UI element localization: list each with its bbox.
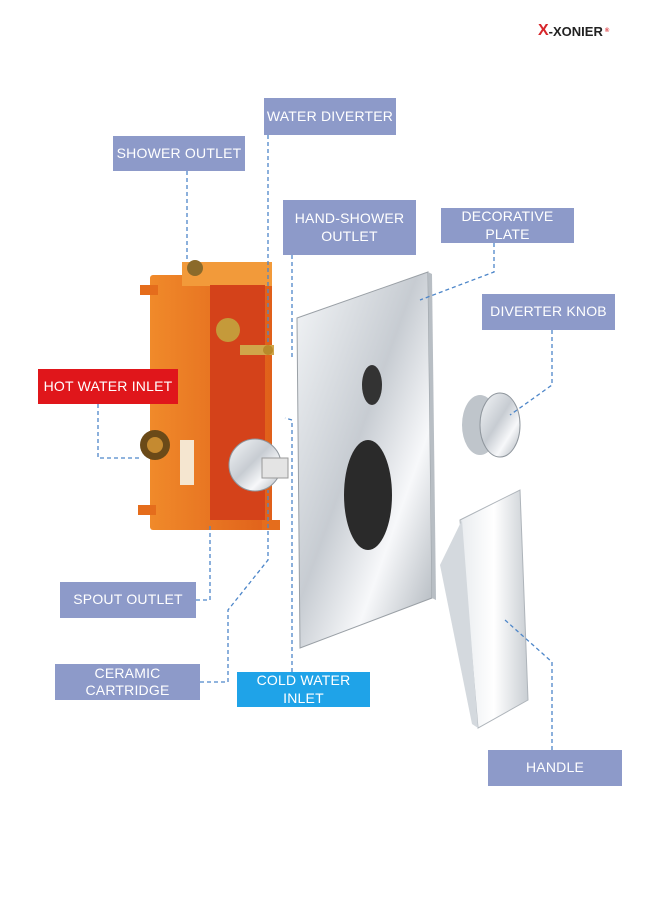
cartridge-stem xyxy=(262,458,288,478)
diverter-knob xyxy=(462,393,520,457)
plate-large-hole xyxy=(344,440,392,550)
valve-body-tab xyxy=(262,520,280,530)
handle-part xyxy=(440,490,528,728)
leader-hot-water xyxy=(98,404,142,458)
decorative-plate xyxy=(297,272,436,648)
label-water-diverter: WATER DIVERTER xyxy=(264,98,396,135)
leader-cold-water xyxy=(285,418,292,672)
label-diverter-knob: DIVERTER KNOB xyxy=(482,294,615,330)
label-cold-water-inlet: COLD WATER INLET xyxy=(237,672,370,707)
knob-face xyxy=(480,393,520,457)
label-hand-shower-outlet: HAND-SHOWER OUTLET xyxy=(283,200,416,255)
diverter-tip xyxy=(263,345,273,355)
shower-outlet-port xyxy=(187,260,203,276)
plate-small-hole xyxy=(362,365,382,405)
label-hot-water-inlet: HOT WATER INLET xyxy=(38,369,178,404)
label-ceramic-cartridge: CERAMIC CARTRIDGE xyxy=(55,664,200,700)
leader-spout-outlet xyxy=(196,525,210,600)
leader-diverter-knob xyxy=(510,330,552,415)
label-spout-outlet: SPOUT OUTLET xyxy=(60,582,196,618)
hot-inlet-thread xyxy=(147,437,163,453)
label-handle: HANDLE xyxy=(488,750,622,786)
valve-body-tab xyxy=(140,285,158,295)
valve-sticker xyxy=(180,440,194,485)
diverter-fitting xyxy=(216,318,240,342)
valve-body-tab xyxy=(138,505,156,515)
label-decorative-plate: DECORATIVE PLATE xyxy=(441,208,574,243)
label-shower-outlet: SHOWER OUTLET xyxy=(113,136,245,171)
